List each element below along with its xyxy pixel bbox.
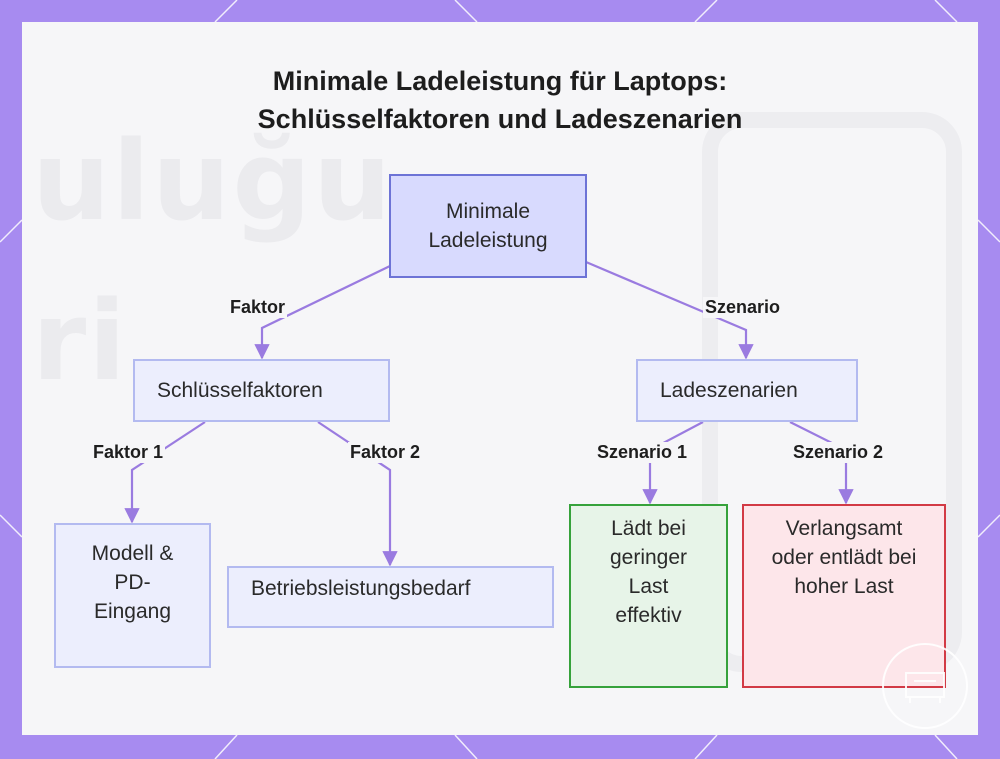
background-watermark-2: ri: [32, 277, 128, 405]
edge-label-faktor-1: Faktor 1: [91, 442, 166, 463]
node-scenarios-label: Ladeszenarien: [660, 379, 798, 402]
background-watermark: uluğu: [32, 117, 394, 245]
watermark-logo-icon: [882, 643, 968, 729]
diagram-title: Minimale Ladeleistung für Laptops: Schlü…: [0, 62, 1000, 138]
title-line-1: Minimale Ladeleistung für Laptops:: [272, 66, 728, 96]
edge-label-szenario-1: Szenario 1: [595, 442, 690, 463]
edge-label-szenario-2: Szenario 2: [791, 442, 886, 463]
node-verlangsamt-oder-entlaedt: Verlangsamt oder entlädt bei hoher Last: [742, 504, 946, 688]
node-laedt-bei-geringer-last: Lädt bei geringer Last effektiv: [569, 504, 728, 688]
node-ladeszenarien: Ladeszenarien: [636, 359, 858, 422]
title-line-2: Schlüsselfaktoren und Ladeszenarien: [257, 104, 743, 134]
edge-label-faktor: Faktor: [228, 297, 288, 318]
node-root-label: Minimale Ladeleistung: [428, 200, 548, 252]
node-factor2-label: Betriebsleistungsbedarf: [251, 577, 471, 600]
edge-root-scenarios: [585, 260, 754, 360]
edge-factors-factor1: [124, 421, 206, 524]
edge-root-factors: [254, 265, 391, 360]
node-minimale-ladeleistung: Minimale Ladeleistung: [389, 174, 587, 278]
edge-factors-factor2: [317, 421, 398, 567]
node-betriebsleistungsbedarf: Betriebsleistungsbedarf: [227, 566, 554, 628]
node-factors-label: Schlüsselfaktoren: [157, 379, 323, 402]
node-scenario1-label: Lädt bei geringer Last effektiv: [609, 517, 688, 627]
node-modell-pd-eingang: Modell & PD-Eingang: [54, 523, 211, 668]
node-schluesselfaktoren: Schlüsselfaktoren: [133, 359, 390, 422]
node-scenario2-label: Verlangsamt oder entlädt bei hoher Last: [771, 517, 917, 598]
edge-label-faktor-2: Faktor 2: [348, 442, 423, 463]
node-factor1-label: Modell & PD-Eingang: [91, 542, 174, 623]
edge-label-szenario: Szenario: [703, 297, 783, 318]
